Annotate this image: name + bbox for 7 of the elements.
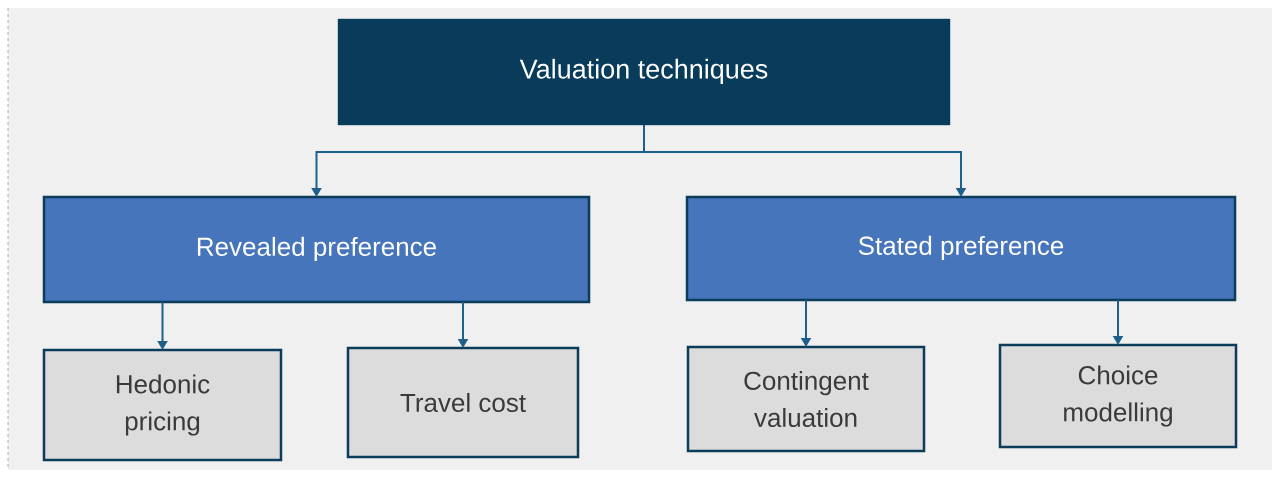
category-box: Stated preference bbox=[685, 195, 1237, 302]
technique-box: Contingent valuation bbox=[686, 345, 926, 453]
title-box: Valuation techniques bbox=[337, 18, 951, 126]
technique-box: Hedonic pricing bbox=[42, 348, 283, 462]
technique-box: Choice modelling bbox=[998, 343, 1238, 449]
category-box: Revealed preference bbox=[42, 195, 591, 304]
technique-box: Travel cost bbox=[346, 346, 580, 459]
